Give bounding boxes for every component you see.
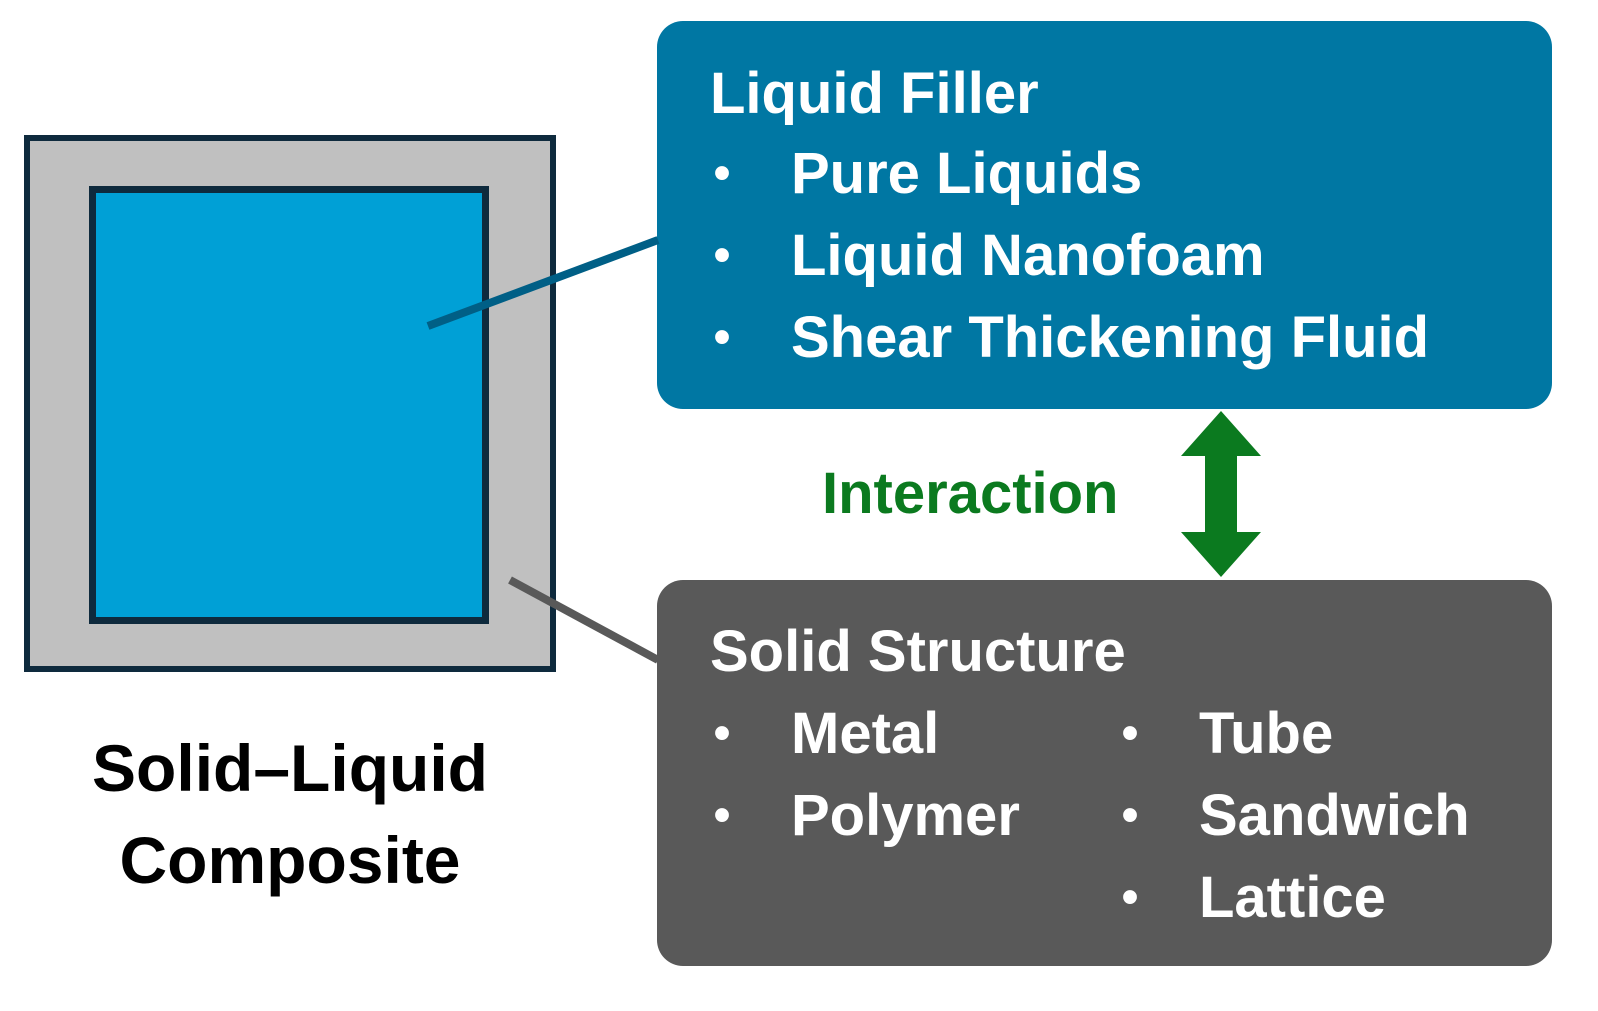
list-item: • Liquid Nanofoam: [707, 215, 1429, 297]
list-item: • Shear Thickening Fluid: [707, 297, 1430, 379]
list-item: • Polymer: [707, 775, 1020, 857]
list-item-label: Tube: [1199, 701, 1334, 766]
interaction-label: Interaction: [822, 461, 1119, 526]
bullet-icon: •: [1121, 707, 1139, 760]
solid-connector-line: [508, 576, 660, 664]
liquid-filler-box: Liquid Filler • Pure Liquids • Liquid Nano…: [657, 21, 1552, 409]
list-item: • Lattice: [1115, 857, 1470, 939]
list-item: • Tube: [1115, 693, 1470, 775]
solid-structure-box: Solid Structure • Metal • Polymer • Tube • S…: [657, 580, 1552, 966]
list-item-label: Sandwich: [1199, 783, 1470, 848]
list-item-label: Lattice: [1199, 865, 1386, 930]
solid-structure-title: Solid Structure: [710, 619, 1126, 684]
solid-materials-list: • Metal • Polymer: [707, 693, 1020, 857]
bullet-icon: •: [713, 707, 731, 760]
bullet-icon: •: [713, 311, 731, 364]
list-item: • Pure Liquids: [707, 133, 1429, 215]
composite-caption-line-2: Composite: [119, 823, 461, 897]
bullet-icon: •: [713, 789, 731, 842]
list-item-label: Pure Liquids: [791, 141, 1143, 206]
list-item-label: Polymer: [791, 783, 1020, 848]
composite-caption-line-1: Solid–Liquid: [92, 731, 488, 805]
bullet-icon: •: [1121, 789, 1139, 842]
double-arrow-icon: [1181, 411, 1261, 577]
list-item: • Sandwich: [1115, 775, 1470, 857]
liquid-filler-region: [89, 186, 489, 624]
list-item-label: Shear Thickening Fluid: [791, 305, 1430, 370]
list-item-label: Liquid Nanofoam: [791, 223, 1265, 288]
liquid-filler-list: • Pure Liquids • Liquid Nanofoam • Shear Th…: [707, 133, 1430, 379]
liquid-filler-title: Liquid Filler: [710, 61, 1039, 126]
bullet-icon: •: [713, 229, 731, 282]
list-item-label: Metal: [791, 701, 940, 766]
solid-geometries-list: • Tube • Sandwich • Lattice: [1115, 693, 1470, 939]
list-item: • Metal: [707, 693, 1020, 775]
composite-caption: Solid–Liquid Composite: [24, 722, 556, 906]
liquid-connector-line: [426, 236, 660, 330]
bullet-icon: •: [713, 147, 731, 200]
bullet-icon: •: [1121, 871, 1139, 924]
